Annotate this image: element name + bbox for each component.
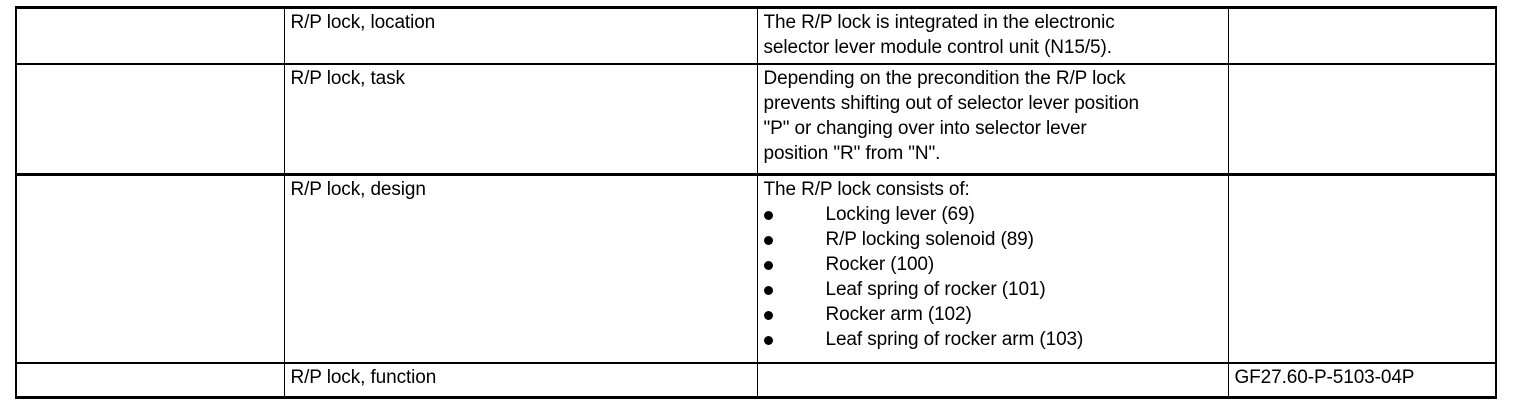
row-function-col1-text (17, 364, 284, 396)
row-function-cell-4: GF27.60-P-5103-04P (1227, 362, 1497, 399)
row-design-description: The R/P lock consists of: Locking lever … (758, 176, 1228, 362)
row-function-cell-1 (15, 362, 285, 399)
row-function-description (758, 364, 1228, 396)
row-design-cell-3: The R/P lock consists of: Locking lever … (756, 173, 1229, 364)
list-item-label: Leaf spring of rocker (101) (825, 279, 1046, 300)
row-task-col4-text (1229, 65, 1496, 173)
list-item: Rocker arm (102) (763, 302, 1222, 327)
list-item: Leaf spring of rocker arm (103) (763, 327, 1222, 352)
table-row: R/P lock, function GF27.60-P-5103-04P (15, 362, 1497, 399)
row-design-col4-text (1229, 176, 1496, 362)
row-task-title: R/P lock, task (290, 68, 406, 89)
row-function-cell-2: R/P lock, function (283, 362, 758, 399)
row-task-cell-4 (1227, 63, 1497, 175)
row-task-description: Depending on the precondition the R/P lo… (758, 65, 1228, 173)
row-location-col4-text (1229, 9, 1496, 63)
row-location-cell-2: R/P lock, location (283, 6, 758, 65)
description-line: Depending on the precondition the R/P lo… (763, 68, 1126, 89)
design-component-list: Locking lever (69) R/P locking solenoid … (763, 202, 1222, 352)
table-row: R/P lock, location The R/P lock is integ… (15, 6, 1497, 65)
design-intro-text: The R/P lock consists of: (763, 179, 970, 200)
row-design-col1-text (17, 176, 284, 362)
list-item: R/P locking solenoid (89) (763, 227, 1222, 252)
bullet-icon (763, 261, 773, 270)
row-location-cell-3: The R/P lock is integrated in the electr… (756, 6, 1229, 65)
row-function-cell-3 (756, 362, 1229, 399)
list-item-label: Rocker (100) (825, 254, 935, 275)
row-location-cell-4 (1227, 6, 1497, 65)
list-item: Locking lever (69) (763, 202, 1222, 227)
list-item-label: R/P locking solenoid (89) (825, 229, 1034, 250)
description-line: position "R" from "N". (763, 143, 941, 164)
row-design-cell-2: R/P lock, design (283, 173, 758, 364)
bullet-icon (763, 211, 773, 220)
row-task-col1-text (17, 65, 284, 173)
table-row: R/P lock, task Depending on the precondi… (15, 63, 1497, 175)
bullet-icon (763, 236, 773, 245)
row-location-title: R/P lock, location (290, 12, 436, 33)
document-reference-code: GF27.60-P-5103-04P (1234, 367, 1415, 388)
row-location-col1-text (17, 9, 284, 63)
description-line: prevents shifting out of selector lever … (763, 93, 1140, 114)
list-item: Rocker (100) (763, 252, 1222, 277)
bullet-icon (763, 311, 773, 320)
list-item-label: Locking lever (69) (825, 204, 975, 225)
description-line: The R/P lock is integrated in the electr… (763, 12, 1115, 33)
row-location-cell-1 (15, 6, 285, 65)
table-row: R/P lock, design The R/P lock consists o… (15, 173, 1497, 364)
bullet-icon (763, 336, 773, 345)
bullet-icon (763, 286, 773, 295)
row-design-title: R/P lock, design (290, 179, 426, 200)
list-item: Leaf spring of rocker (101) (763, 277, 1222, 302)
row-task-cell-2: R/P lock, task (283, 63, 758, 175)
description-line: "P" or changing over into selector lever (763, 118, 1087, 139)
rp-lock-table: R/P lock, location The R/P lock is integ… (15, 6, 1497, 399)
row-design-cell-1 (15, 173, 285, 364)
list-item-label: Rocker arm (102) (825, 304, 972, 325)
row-design-cell-4 (1227, 173, 1497, 364)
description-line: selector lever module control unit (N15/… (763, 37, 1113, 58)
row-task-cell-1 (15, 63, 285, 175)
row-function-title: R/P lock, function (290, 367, 437, 388)
row-task-cell-3: Depending on the precondition the R/P lo… (756, 63, 1229, 175)
list-item-label: Leaf spring of rocker arm (103) (825, 329, 1084, 350)
row-location-description: The R/P lock is integrated in the electr… (758, 9, 1228, 63)
